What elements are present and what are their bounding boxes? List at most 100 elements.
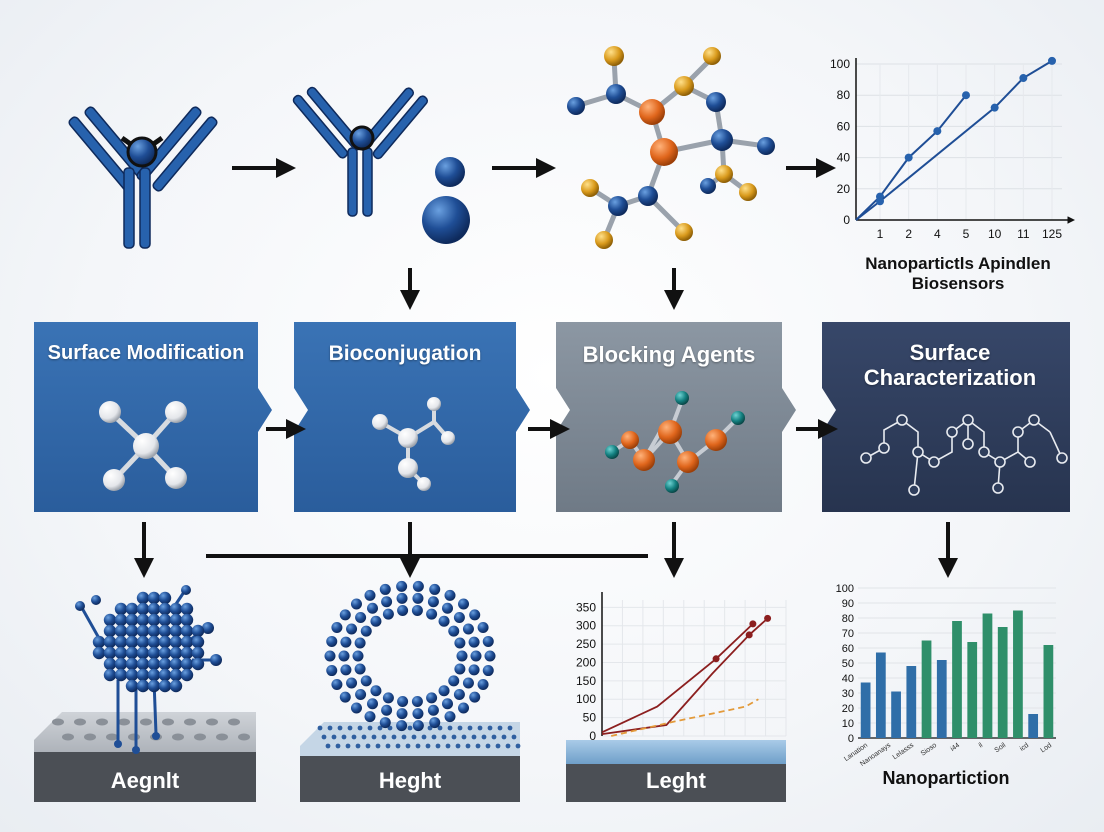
particle	[169, 657, 183, 671]
particle	[458, 702, 470, 714]
particle	[125, 602, 139, 616]
particle	[103, 624, 117, 638]
surface-dot	[477, 725, 483, 731]
particle	[180, 657, 194, 671]
surface-bump	[184, 718, 196, 726]
particle	[352, 650, 364, 662]
surface-dot	[485, 743, 491, 749]
surface-dot	[415, 743, 421, 749]
particle	[458, 598, 470, 610]
surface-dot	[407, 725, 413, 731]
particle	[136, 624, 150, 638]
surface-dot	[355, 743, 361, 749]
surface-dot	[451, 734, 457, 740]
particle	[147, 635, 161, 649]
surface-dot	[425, 743, 431, 749]
y-tick-label: 300	[576, 619, 596, 633]
data-point	[904, 153, 913, 162]
particle	[169, 613, 183, 627]
series-line	[601, 617, 769, 736]
bar	[936, 660, 947, 738]
step-label-bioconjugation: Bioconjugation	[328, 342, 482, 365]
particle	[477, 678, 489, 690]
x-tick-label: 1	[877, 227, 884, 241]
particle	[125, 657, 139, 671]
bar	[967, 642, 978, 738]
particle	[360, 675, 372, 687]
surface-bump	[238, 733, 250, 741]
surface-dot	[441, 734, 447, 740]
surface-bump	[74, 718, 86, 726]
particle	[367, 602, 379, 614]
base-label-3: Leght	[646, 768, 706, 793]
y-tick-label: 100	[830, 57, 850, 71]
particle	[147, 646, 161, 660]
particle	[169, 646, 183, 660]
y-tick-label: 60	[842, 643, 854, 655]
particle	[147, 591, 161, 605]
particle	[482, 635, 494, 647]
particle	[136, 602, 150, 616]
particle	[169, 602, 183, 616]
particle	[340, 664, 352, 676]
surface-dot	[327, 725, 333, 731]
particle	[114, 668, 128, 682]
surface-bump	[118, 718, 130, 726]
surface-bump	[172, 733, 184, 741]
y-tick-label: 40	[837, 151, 851, 165]
y-tick-label: 50	[583, 711, 597, 725]
particle	[456, 650, 468, 662]
x-tick-label: Soil	[994, 742, 1008, 755]
surface-slab	[566, 740, 786, 802]
surface-dot	[507, 725, 513, 731]
surface-slab	[300, 722, 521, 802]
particle	[92, 646, 106, 660]
particle	[158, 602, 172, 616]
particle	[136, 635, 150, 649]
surface-dot	[497, 725, 503, 731]
particle	[158, 668, 172, 682]
particle	[147, 657, 161, 671]
x-tick-label: 5	[963, 227, 970, 241]
particle	[454, 663, 466, 675]
bar	[921, 640, 932, 738]
bar	[875, 652, 886, 738]
surface-dot	[475, 743, 481, 749]
surface-dot	[481, 734, 487, 740]
nanoparticle-cluster-icon	[75, 585, 222, 754]
x-tick-label: Lelasss	[892, 742, 916, 762]
surface-dot	[337, 725, 343, 731]
nanoparticle-icon	[422, 157, 470, 244]
particle	[453, 688, 465, 700]
particle	[427, 596, 439, 608]
y-tick-label: 10	[842, 718, 854, 730]
y-tick-label: 50	[842, 658, 854, 670]
surface-dot	[357, 725, 363, 731]
x-tick-label: 4	[934, 227, 941, 241]
particle	[346, 677, 358, 689]
particle	[469, 691, 481, 703]
particle	[382, 692, 394, 704]
particle	[136, 668, 150, 682]
particle	[114, 635, 128, 649]
particle	[427, 704, 439, 716]
particle	[396, 592, 408, 604]
particle	[441, 698, 453, 710]
molecule-atoms	[567, 46, 775, 249]
particle	[426, 692, 438, 704]
surface-bump	[96, 718, 108, 726]
x-tick-label: icd	[1019, 742, 1030, 753]
surface-dot	[365, 743, 371, 749]
x-tick-label: 125	[1042, 227, 1062, 241]
surface-bump	[52, 718, 64, 726]
y-tick-label: 20	[842, 703, 854, 715]
y-tick-label: 100	[576, 692, 596, 706]
bar	[982, 613, 993, 738]
particle	[147, 613, 161, 627]
bar	[1043, 645, 1054, 738]
particle	[411, 696, 423, 708]
particle	[180, 668, 194, 682]
particle	[103, 668, 117, 682]
